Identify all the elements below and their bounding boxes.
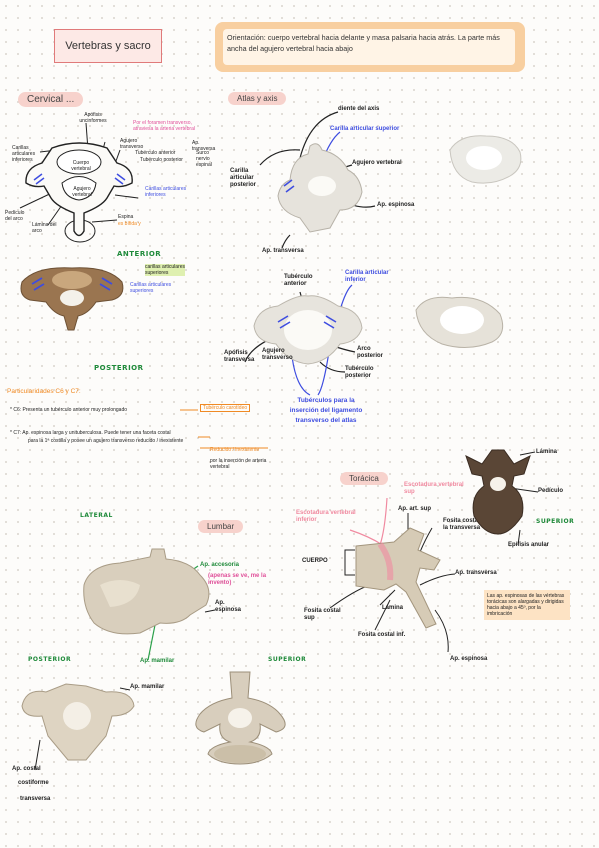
label-epifisis: Epífisis anular bbox=[508, 542, 550, 548]
label-anterior-note: carillas articulares superiores bbox=[145, 264, 186, 276]
label-agujero-transverso: Agujero transverso bbox=[120, 138, 144, 150]
label-tuberculos-note: Tubérculos para la inserción del ligamen… bbox=[289, 397, 363, 424]
toracica-pill: Torácica bbox=[340, 472, 388, 485]
label-ap-transversa: Ap. transversa bbox=[192, 140, 216, 152]
label-tuberculo-anterior: Tubérculo anterior bbox=[135, 150, 176, 156]
c7-box1: Reducido / inexistente bbox=[210, 447, 260, 453]
label-arco-posterior: Arco posterior bbox=[357, 346, 384, 359]
label-ap-transversa-axis: Ap. transversa bbox=[262, 248, 304, 254]
label-transversa: transversa bbox=[20, 796, 51, 802]
label-lamina-toracica: Lámina bbox=[382, 605, 404, 611]
particularidades-c6: * C6: Presenta un tubérculo anterior muy… bbox=[10, 407, 128, 413]
axis-photo bbox=[270, 140, 370, 235]
lumbar-posterior-photo bbox=[16, 676, 138, 762]
orientation-box: Orientación: cuerpo vertebral hacia dela… bbox=[215, 22, 525, 72]
label-cuerpo-vertebral: Cuerpo vertebral bbox=[71, 160, 91, 172]
label-bifida: es bífida y bbox=[118, 221, 141, 227]
label-ap-mamilar: Ap. mamilar bbox=[130, 684, 165, 690]
lumbar-lateral-photo bbox=[80, 545, 215, 640]
label-apofisis-uncinformes: Apófisis uncinformes bbox=[79, 112, 107, 124]
label-ap-costal: Ap. costal bbox=[12, 766, 41, 772]
label-tuberculo-posterior-atlas: Tubérculo posterior bbox=[345, 366, 374, 379]
label-agujero-transverso-atlas: Agujero transverso bbox=[262, 348, 293, 361]
label-ap-espinosa-lumbar: Ap. espinosa bbox=[215, 600, 242, 613]
label-ap-accesoria: Ap. accesoria bbox=[200, 562, 240, 568]
label-escotadura-inf: Escotadura vertebral inferior bbox=[296, 510, 356, 523]
label-pink-note: Por el foramen transverso, atraviesa la … bbox=[133, 120, 195, 132]
toracica-superior-photo bbox=[464, 446, 532, 536]
label-ap-mamilar-green: Ap. mamilar bbox=[140, 658, 175, 664]
particularidades-c7-line2: para la 1ª costilla y posee un agujero t… bbox=[28, 438, 184, 444]
label-carilla-posterior: Carilla articular posterior bbox=[230, 168, 257, 188]
toracica-lateral-photo bbox=[340, 520, 450, 630]
axis-photo-2 bbox=[442, 128, 526, 188]
label-ap-art-sup: Ap. art. sup bbox=[398, 506, 432, 512]
label-tuberculo-posterior: Tubérculo posterior bbox=[140, 157, 183, 163]
atlas-pill: Atlas y axis bbox=[228, 92, 287, 105]
c7-box2: por la inserción de arteria vertebral bbox=[210, 458, 267, 470]
label-lateral: LATERAL bbox=[80, 512, 113, 519]
atlas-photo bbox=[248, 290, 368, 370]
label-lamina-right: Lámina bbox=[536, 449, 558, 455]
label-accesoria-note: (apenas se ve, me la invento) bbox=[208, 573, 267, 586]
label-ap-espinosa-toracica: Ap. espinosa bbox=[450, 656, 488, 662]
label-agujero-vertebral-axis: Agujero vertebral bbox=[352, 160, 402, 166]
label-surco: Surco nervio espinal bbox=[196, 150, 212, 168]
c6-box: Tubérculo carotídeo bbox=[200, 404, 250, 412]
page-title: Vertebras y sacro bbox=[54, 29, 162, 63]
lumbar-superior-photo bbox=[190, 668, 292, 766]
label-tuberculo-anterior-atlas: Tubérculo anterior bbox=[284, 274, 313, 287]
orientation-text: Orientación: cuerpo vertebral hacia dela… bbox=[223, 29, 515, 65]
label-costiforme: costiforme bbox=[18, 780, 49, 786]
label-agujero-vertebral: Agujero vertebral bbox=[72, 186, 92, 198]
page-title-text: Vertebras y sacro bbox=[65, 40, 151, 52]
particularidades-heading: Particularidades C6 y C7: bbox=[7, 388, 81, 395]
label-lamina: Lámina del arco bbox=[32, 222, 57, 234]
label-carillas-superiores: Carillas articulares superiores bbox=[130, 282, 172, 294]
label-cuerpo: CUERPO bbox=[302, 558, 328, 564]
label-anterior: ANTERIOR bbox=[117, 250, 162, 258]
label-carilla-superior: Carilla articular superior bbox=[330, 126, 400, 132]
label-fosita-transversa: Fosita costal de la transversa bbox=[443, 518, 489, 531]
label-pediculo: Pedículo del arco bbox=[5, 210, 25, 222]
toracica-note: Las ap. espinosas de las vértebras torác… bbox=[484, 590, 570, 620]
label-carillas-inferiores: Carillas articulares inferiores bbox=[145, 186, 187, 198]
cervical-vertebra-drawing bbox=[22, 128, 137, 243]
particularidades-c7-line1: * C7: Ap. espinosa larga y unituberculos… bbox=[10, 430, 171, 436]
atlas-photo-2 bbox=[412, 288, 510, 352]
label-diente-axis: diente del axis bbox=[338, 106, 380, 112]
label-ap-transversa-toracica: Ap. transversa bbox=[455, 570, 497, 576]
label-posterior-lumbar: POSTERIOR bbox=[28, 656, 72, 663]
label-fosita-inf: Fosita costal inf. bbox=[358, 632, 406, 638]
label-ap-espinosa-axis: Ap. espinosa bbox=[377, 202, 415, 208]
label-apofisis-transversa-atlas: Apófisis transversa bbox=[224, 350, 255, 363]
lumbar-pill: Lumbar bbox=[198, 520, 244, 533]
label-espina: Espina bbox=[118, 214, 134, 220]
label-escotadura-sup: Escotadura vertebral sup bbox=[404, 482, 464, 495]
label-fosita-sup: Fosita costal sup bbox=[304, 608, 341, 621]
label-carilla-inferior: Carilla articular inferior bbox=[345, 270, 389, 283]
label-posterior: POSTERIOR bbox=[94, 364, 144, 372]
label-carillas-left: Carillas articulares inferiores bbox=[12, 145, 36, 163]
cervical-pill: Cervical ... bbox=[18, 92, 84, 107]
label-superior-lumbar: SUPERIOR bbox=[268, 656, 307, 663]
label-pediculo-right: Pedículo bbox=[538, 488, 564, 494]
cervical-photo bbox=[16, 262, 128, 332]
label-superior-toracica: SUPERIOR bbox=[536, 518, 575, 525]
